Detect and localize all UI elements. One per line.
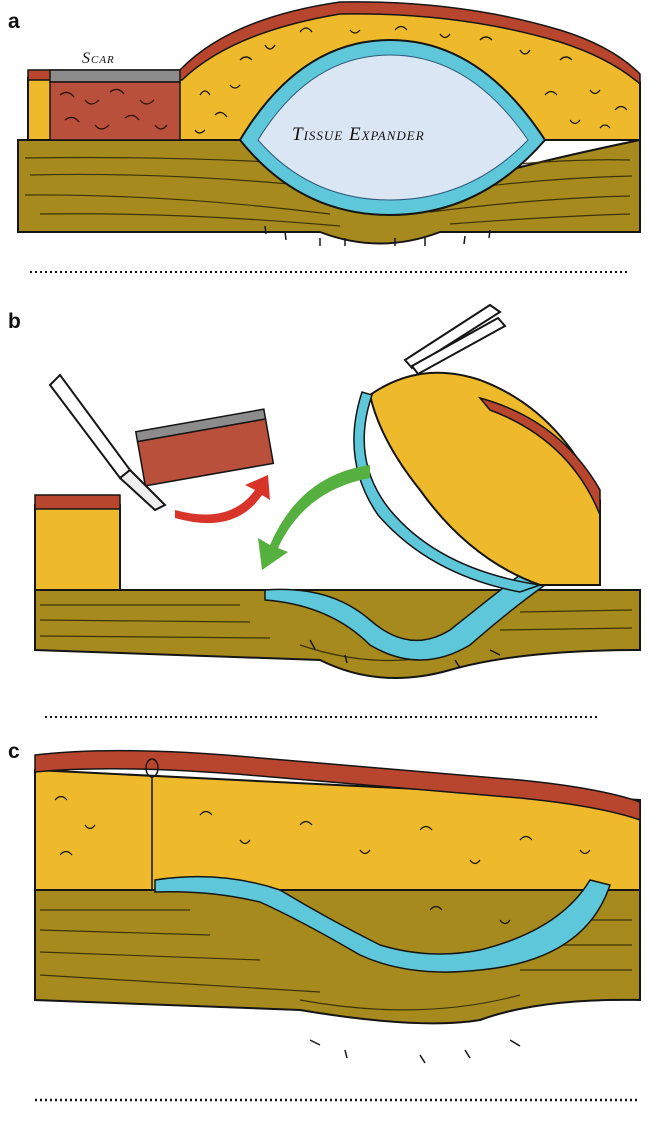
panel-c: c [0, 730, 659, 1122]
forceps [405, 305, 505, 374]
red-arrow [175, 475, 270, 523]
scar-top [50, 70, 180, 82]
left-fat-block [35, 505, 120, 590]
green-arrow [258, 465, 370, 570]
panel-b-illustration [0, 300, 659, 730]
deep-tick-marks [310, 1040, 520, 1063]
panel-c-illustration [0, 730, 659, 1122]
panel-a-illustration [0, 0, 659, 300]
scar-tissue [50, 82, 180, 140]
excised-scar [136, 409, 274, 486]
tissue-expander-label: Tissue Expander [292, 124, 425, 146]
panel-a: a [0, 0, 659, 300]
scar-label: Scar [82, 50, 115, 68]
left-epidermis-block [35, 495, 120, 509]
panel-b: b [0, 300, 659, 730]
